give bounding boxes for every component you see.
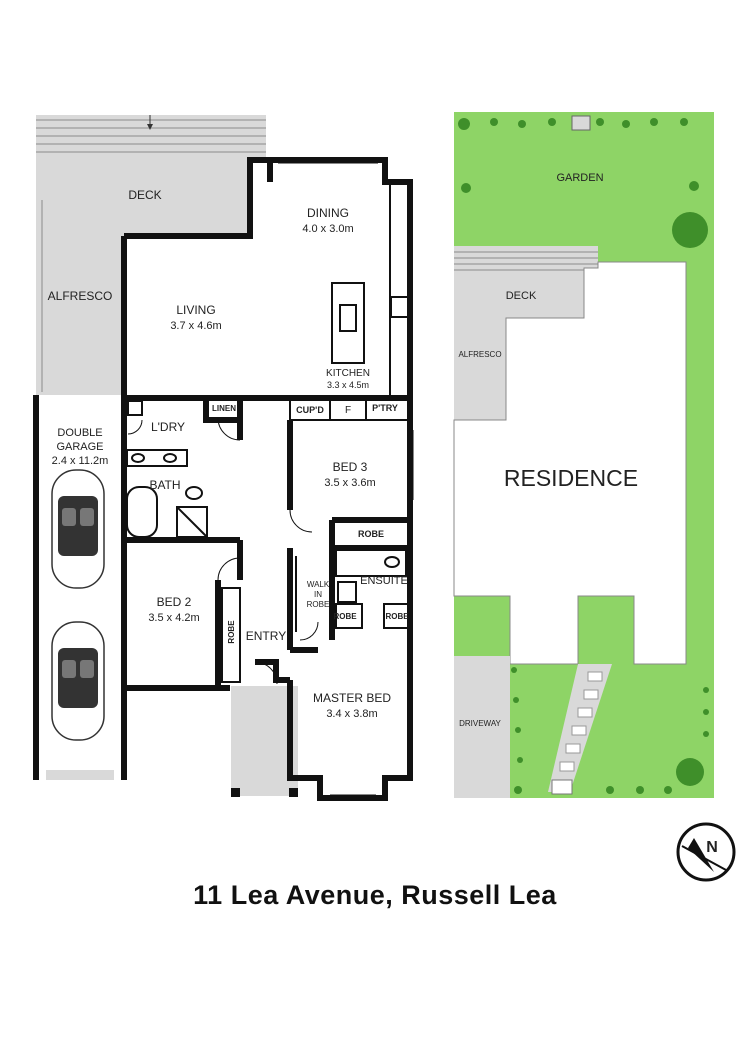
ensuite-toilet [337,581,357,603]
bed3-robe-label: ROBE [358,529,384,539]
master-bed-label: MASTER BED [313,691,391,705]
kitchen-island [331,282,365,364]
windows [130,159,414,796]
car-icon [51,469,105,589]
deck-label: DECK [128,188,161,202]
bed3-label: BED 3 [333,460,368,474]
walkin-robe-line1: WALK [307,580,330,589]
master-bed-size: 3.4 x 3.8m [326,708,377,720]
walls [33,157,413,801]
compass-letter: N [706,839,718,856]
tree-icon [676,758,704,786]
garage-size: 2.4 x 11.2m [52,455,109,467]
laundry-label: L'DRY [151,420,185,434]
floor-plan: DECK ALFRESCO DINING 4.0 x 3.0m LIVING 3… [33,115,414,801]
dining-size: 4.0 x 3.0m [302,223,353,235]
property-address: 11 Lea Avenue, Russell Lea [193,880,557,910]
garage-label-line1: DOUBLE [57,427,102,439]
master-robe-right-label: ROBE [385,612,409,621]
cooktop [390,296,410,318]
walkin-robe-line2: IN [314,590,322,599]
dining-label: DINING [307,206,349,220]
residence-footprint [453,261,687,665]
garden-label: GARDEN [556,172,603,184]
cupboard-label: CUP'D [296,405,324,415]
kitchen-label: KITCHEN [326,368,370,379]
driveway [454,656,510,798]
alfresco-label: ALFRESCO [48,289,113,303]
north-compass-icon: N [676,822,736,882]
driveway-label: DRIVEWAY [459,719,501,728]
entry-porch [231,686,298,796]
fridge-label: F [345,405,351,416]
site-deck-label: DECK [506,290,537,302]
arrow-down-icon [147,124,153,130]
deck-area [36,115,266,395]
linen-label: LINEN [212,404,236,413]
bed3-size: 3.5 x 3.6m [324,477,375,489]
walkin-robe-line3: ROBE [307,600,330,609]
pantry-label: P'TRY [372,403,398,413]
bathtub [126,486,158,538]
car-icon [51,621,105,741]
garage-label-line2: GARAGE [56,441,103,453]
entry-label: ENTRY [246,629,286,643]
kitchen-size: 3.3 x 4.5m [327,380,369,390]
tree-icon [672,212,708,248]
master-robe-left-label: ROBE [333,612,357,621]
bed2-size: 3.5 x 4.2m [148,612,199,624]
ensuite-label: ENSUITE [360,575,408,587]
toilet [185,486,203,500]
bed2-label: BED 2 [157,595,192,609]
door-swings [127,417,319,685]
bed2-robe-label: ROBE [227,620,236,644]
living-label: LIVING [176,303,215,317]
site-deck [454,246,598,420]
shower [176,506,208,538]
site-plan: GARDEN DECK ALFRESCO RESIDENCE DRIVEWAY [453,112,714,798]
bath-label: BATH [149,478,180,492]
residence-label: RESIDENCE [504,465,638,491]
living-size: 3.7 x 4.6m [170,320,221,332]
site-alfresco-label: ALFRESCO [458,350,501,359]
